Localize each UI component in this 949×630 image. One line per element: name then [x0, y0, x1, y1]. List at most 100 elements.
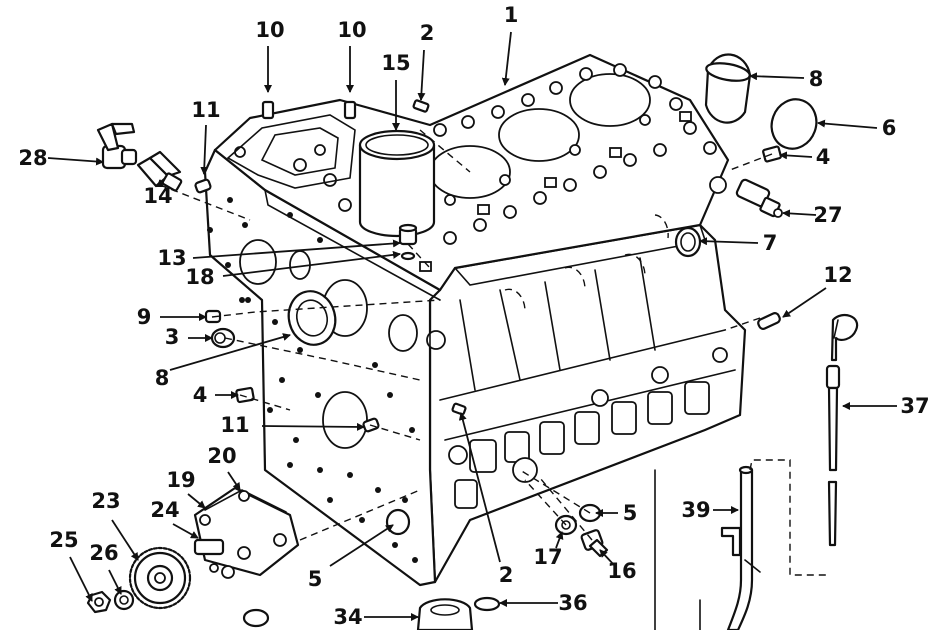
callout-c6: 6: [817, 116, 897, 140]
pump-shaft: [193, 538, 225, 556]
callout-c3: 3: [165, 325, 213, 349]
expansion-plug-top: [704, 53, 752, 124]
callout-c26: 26: [89, 541, 122, 595]
callout-c4b: 4: [193, 383, 239, 407]
leader-arrow: [329, 524, 394, 567]
fitting-34: [416, 598, 474, 630]
leader-arrow: [501, 31, 512, 86]
callout-number: 10: [337, 18, 366, 42]
leader-arrow: [699, 237, 759, 246]
oil-pressure-switch: [735, 178, 783, 218]
leader-arrow: [261, 422, 365, 431]
crank-seal-front: [287, 290, 337, 346]
dowel-pin-11-top: [194, 178, 212, 194]
callout-number: 11: [220, 413, 249, 437]
callout-c5b: 5: [308, 524, 394, 591]
leader-arrow: [555, 531, 564, 549]
leader-arrow: [47, 157, 104, 166]
callout-c37: 37: [842, 394, 930, 418]
callout-number: 15: [381, 51, 410, 75]
front-cover-gasket-outline: [226, 114, 356, 189]
callout-number: 18: [185, 265, 214, 289]
pipe-13: [398, 223, 418, 246]
nut-25: [86, 590, 112, 614]
callout-number: 2: [499, 563, 514, 587]
leader-arrow: [69, 556, 93, 602]
callout-c34: 34: [333, 605, 419, 629]
callout-c28: 28: [18, 146, 104, 170]
callout-c1: 1: [501, 3, 519, 86]
callout-c2b: 2: [458, 412, 514, 587]
callout-number: 11: [191, 98, 220, 122]
callout-c24: 24: [150, 498, 199, 539]
callout-number: 5: [623, 501, 638, 525]
callout-number: 2: [420, 21, 435, 45]
callout-c13: 13: [157, 239, 401, 270]
callout-c19: 19: [166, 468, 206, 509]
cylinder-bore-4: [569, 73, 651, 127]
callout-c10a: 10: [255, 18, 285, 93]
leader-arrow: [782, 209, 817, 218]
seal-7: [674, 226, 702, 258]
callout-number: 3: [165, 325, 180, 349]
callout-number: 1: [504, 3, 519, 27]
callout-number: 24: [150, 498, 179, 522]
callout-c12: 12: [782, 263, 853, 318]
dipstick-guide: [720, 465, 761, 630]
right-face-details: [426, 141, 736, 521]
callout-number: 5: [308, 567, 323, 591]
callout-c17: 17: [533, 531, 564, 569]
callout-c10b: 10: [337, 18, 367, 93]
oil-pump: [193, 486, 300, 579]
callout-number: 7: [763, 231, 778, 255]
leader-arrow: [192, 239, 401, 259]
plug-5-front: [385, 508, 411, 536]
callout-c11a: 11: [191, 98, 221, 175]
callout-c14: 14: [143, 179, 173, 208]
cylinder-liner: [358, 129, 436, 238]
callout-c11b: 11: [220, 413, 365, 437]
callout-number: 27: [813, 203, 842, 227]
plug-disc-6: [770, 98, 818, 150]
o-ring-18: [400, 251, 416, 261]
dipstick: [825, 313, 859, 547]
callout-number: 34: [333, 605, 362, 629]
leader-arrow: [111, 519, 139, 561]
callout-number: 4: [816, 145, 831, 169]
callout-number: 9: [137, 305, 152, 329]
callout-c36: 36: [499, 591, 588, 615]
leader-arrow: [187, 493, 206, 509]
callout-number: 6: [882, 116, 897, 140]
dowel-pin-right: [343, 100, 357, 120]
washer-26: [113, 589, 135, 611]
callout-c4a: 4: [779, 145, 831, 169]
dowel-pin-left: [261, 100, 275, 120]
pin-top: [412, 99, 430, 113]
callout-c9: 9: [137, 305, 207, 329]
leader-arrow: [108, 569, 122, 595]
callout-number: 17: [533, 545, 562, 569]
callout-number: 8: [809, 67, 824, 91]
callout-number: 4: [193, 383, 208, 407]
pump-gear: [128, 546, 192, 610]
leader-arrow: [169, 333, 291, 371]
callout-number: 16: [607, 559, 636, 583]
leader-arrow: [172, 523, 199, 539]
callout-number: 39: [681, 498, 710, 522]
callout-c16: 16: [599, 549, 637, 583]
callout-c8b: 8: [155, 333, 291, 390]
callout-number: 25: [49, 528, 78, 552]
leader-arrow: [222, 250, 401, 277]
callout-number: 28: [18, 146, 47, 170]
callout-c23: 23: [91, 489, 139, 561]
callout-number: 8: [155, 366, 170, 390]
callout-number: 13: [157, 246, 186, 270]
callout-number: 19: [166, 468, 195, 492]
callout-number: 20: [207, 444, 236, 468]
callout-c18: 18: [185, 250, 401, 289]
callout-c20: 20: [207, 444, 241, 491]
cylinder-bore-3: [498, 108, 580, 162]
cylinder-block: [203, 53, 747, 587]
